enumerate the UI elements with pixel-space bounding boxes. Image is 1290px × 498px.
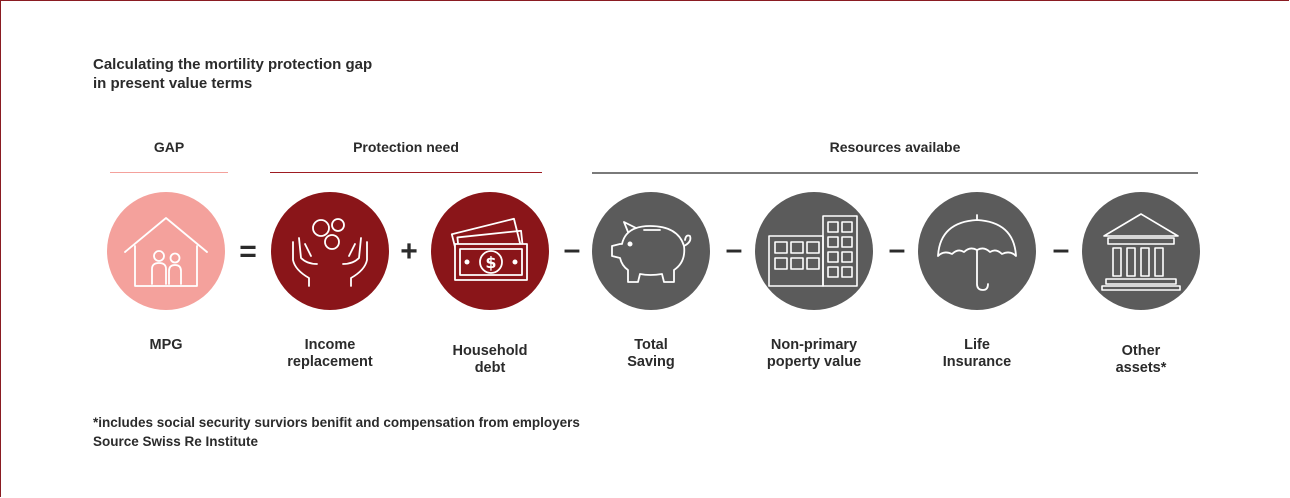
minus-operator-1: – xyxy=(563,233,581,266)
item-label-mpg: MPG xyxy=(81,337,251,354)
item-label-other-line1: Other xyxy=(1121,343,1161,359)
group-underline-protection-need xyxy=(270,172,542,173)
footnote-source: Source Swiss Re Institute xyxy=(93,434,259,449)
item-label-total-saving: Total Saving xyxy=(566,337,736,371)
item-label-saving-line1: Total xyxy=(634,337,668,353)
item-label-property-value: Non-primary poperty value xyxy=(729,337,899,371)
group-underline-gap xyxy=(110,172,228,173)
title-line-1: Calculating the mortility protection gap xyxy=(93,56,373,73)
figure-title: Calculating the mortility protection gap… xyxy=(93,55,513,93)
group-label-protection-need: Protection need xyxy=(353,139,459,155)
income-replacement-circle xyxy=(271,192,389,310)
group-label-gap: GAP xyxy=(153,139,185,155)
plus-operator: + xyxy=(400,235,418,268)
house-family-icon xyxy=(124,217,208,287)
minus-operator-2: – xyxy=(725,233,743,266)
hands-coins-icon xyxy=(292,218,368,287)
equals-operator: = xyxy=(239,235,257,268)
item-label-property-line2: poperty value xyxy=(766,354,862,370)
household-debt-circle: $ xyxy=(431,192,549,310)
other-assets-circle xyxy=(1082,192,1200,310)
item-label-saving-line2: Saving xyxy=(627,354,675,370)
item-label-life-insurance: Life Insurance xyxy=(892,337,1062,371)
item-label-property-line1: Non-primary xyxy=(770,337,858,353)
item-label-other-line2: assets* xyxy=(1115,360,1167,376)
group-underline-resources xyxy=(592,172,1198,174)
property-value-circle xyxy=(755,192,873,310)
minus-operator-3: – xyxy=(888,233,906,266)
item-label-other-assets: Other assets* xyxy=(1056,343,1226,377)
total-saving-circle xyxy=(592,192,710,310)
bank-building-icon xyxy=(1101,213,1181,291)
buildings-icon xyxy=(768,215,858,287)
item-label-mpg-line1: MPG xyxy=(149,337,183,353)
banknotes-icon: $ xyxy=(450,217,528,281)
umbrella-icon xyxy=(937,214,1017,291)
item-label-income-line2: replacement xyxy=(287,354,373,370)
piggy-bank-icon xyxy=(611,221,692,283)
minus-operator-4: – xyxy=(1052,233,1070,266)
item-label-insurance-line1: Life xyxy=(964,337,990,353)
group-label-resources: Resources availabe xyxy=(829,139,961,155)
item-label-income-replacement: Income replacement xyxy=(245,337,415,371)
item-label-household-debt: Household debt xyxy=(405,343,575,377)
life-insurance-circle xyxy=(918,192,1036,310)
footnote-note: *includes social security surviors benif… xyxy=(93,415,580,430)
item-label-insurance-line2: Insurance xyxy=(942,354,1012,370)
title-line-2: in present value terms xyxy=(93,75,253,92)
svg-text:$: $ xyxy=(485,253,496,272)
item-label-debt-line2: debt xyxy=(474,360,506,376)
item-label-income-line1: Income xyxy=(304,337,356,353)
item-label-debt-line1: Household xyxy=(452,343,528,359)
mpg-circle xyxy=(107,192,225,310)
footnote: *includes social security surviors benif… xyxy=(93,413,580,451)
